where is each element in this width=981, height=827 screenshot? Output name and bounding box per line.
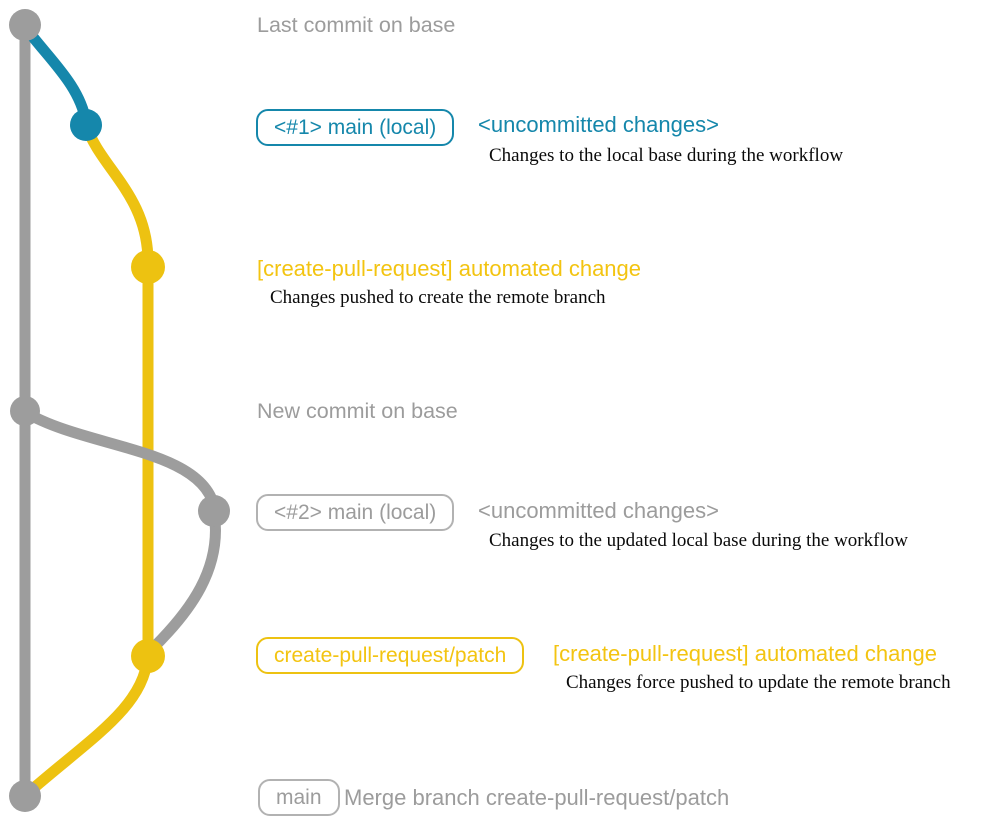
branch-badge-main-local-1: <#1> main (local) (256, 109, 455, 146)
commit-dot-last-base (9, 9, 41, 41)
branch-base-update-curve (19, 406, 221, 656)
branch-patch-line (22, 119, 154, 799)
commit-dot-new-base (10, 396, 40, 426)
branch-badge-patch: create-pull-request/patch (256, 637, 525, 674)
commit-dot-patch-2 (131, 639, 165, 673)
commit-title-uncommitted-1: <uncommitted changes> (478, 112, 719, 137)
branch-badge-main: main (258, 779, 340, 816)
commit-caption-updated-local-base-changes: Changes to the updated local base during… (489, 530, 908, 551)
commit-title-automated-change-2: [create-pull-request] automated change (553, 641, 938, 666)
commit-caption-force-pushed-update-branch: Changes force pushed to update the remot… (566, 672, 951, 693)
commit-dot-merge (9, 780, 41, 812)
commit-caption-pushed-create-branch: Changes pushed to create the remote bran… (270, 287, 606, 308)
commit-dot-main-local-2 (198, 495, 230, 527)
branch-main-local-curve (20, 22, 92, 128)
note-last-commit-on-base: Last commit on base (257, 13, 456, 37)
commit-title-uncommitted-2: <uncommitted changes> (478, 498, 719, 523)
commit-dot-main-local-1 (70, 109, 102, 141)
branch-badge-main-local-2: <#2> main (local) (256, 494, 455, 531)
note-new-commit-on-base: New commit on base (257, 399, 458, 423)
commit-caption-local-base-changes: Changes to the local base during the wor… (489, 145, 844, 166)
commit-title-automated-change-1: [create-pull-request] automated change (257, 256, 642, 281)
commit-dot-patch-1 (131, 250, 165, 284)
git-graph (9, 9, 230, 812)
commit-dots (9, 9, 230, 812)
commit-title-merge-branch: Merge branch create-pull-request/patch (344, 785, 730, 810)
